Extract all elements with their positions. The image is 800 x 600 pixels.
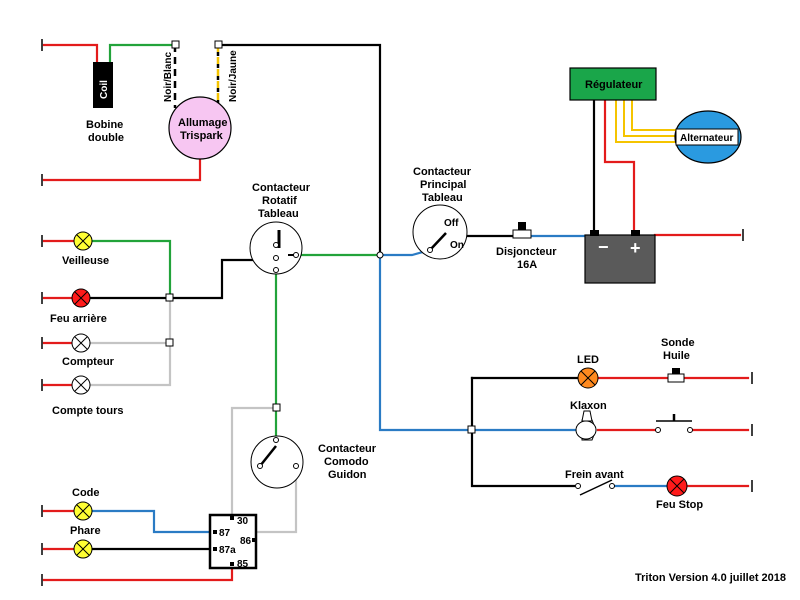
alternateur-label: Alternateur (680, 133, 733, 144)
compte-tours-label: Compte tours (52, 405, 124, 417)
battery-minus: − (598, 237, 609, 257)
wire-green (108, 43, 177, 64)
lamp-feu-stop (666, 475, 688, 497)
regulateur-label: Régulateur (585, 79, 643, 91)
noir-blanc-label: Noir/Blanc (163, 52, 174, 102)
contacteur-comodo (250, 435, 304, 489)
wire-blue-down (378, 253, 474, 432)
feu-stop-label: Feu Stop (656, 499, 703, 511)
wire-relay85-red (42, 564, 234, 582)
on-label: On (450, 240, 464, 251)
comodo-label-2: Comodo (324, 456, 369, 468)
allumage-label-1: Allumage (178, 117, 228, 129)
wire-red-allumage (42, 158, 202, 182)
principal-label-1: Contacteur (413, 166, 472, 178)
rotatif-label-3: Tableau (258, 208, 299, 220)
sonde-label-1: Sonde (661, 337, 695, 349)
wire-ar-black (88, 258, 272, 300)
version-label: Triton Version 4.0 juillet 2018 (635, 572, 786, 584)
wire-code-blue (90, 509, 212, 534)
wire-gray-relay30 (230, 406, 278, 518)
alternateur: Alternateur (674, 110, 742, 164)
lamp-compte-tours (71, 375, 91, 395)
wire-right-bus (470, 376, 576, 488)
rotatif-label-2: Rotatif (262, 195, 297, 207)
relay-87: 87 (219, 528, 231, 539)
disjoncteur-label-2: 16A (517, 259, 537, 271)
relay: 30 87 86 87a 85 (208, 513, 258, 570)
allumage-trispark: Allumage Trispark (168, 96, 232, 160)
klaxon-label: Klaxon (570, 400, 607, 412)
junctions (165, 40, 476, 434)
principal-label-2: Principal (420, 179, 466, 191)
led-label: LED (577, 354, 599, 366)
contacteur-rotatif (249, 221, 303, 275)
feu-arriere-label: Feu arrière (50, 313, 107, 325)
allumage-label-2: Trispark (180, 130, 224, 142)
wire-reg-yellow3 (631, 99, 677, 131)
code-label: Code (72, 487, 100, 499)
comodo-label-3: Guidon (328, 469, 367, 481)
lamp-feu-arriere (71, 288, 91, 308)
lamp-veilleuse (73, 231, 93, 251)
relay-86: 86 (240, 536, 252, 547)
phare-label: Phare (70, 525, 101, 537)
sonde-label-2: Huile (663, 350, 690, 362)
lamp-led (577, 367, 599, 389)
wires (42, 43, 750, 582)
sonde-huile (667, 368, 685, 383)
noir-jaune-label: Noir/Jaune (228, 50, 239, 102)
wire-gray-relay86 (254, 464, 298, 534)
comodo-label-1: Contacteur (318, 443, 377, 455)
wire-black-main (216, 43, 382, 257)
off-label: Off (444, 218, 459, 229)
disjoncteur (512, 222, 532, 239)
wire-veil-green (90, 239, 172, 300)
contacteur-principal: Off On (412, 204, 468, 260)
frein-avant-label: Frein avant (565, 469, 624, 481)
wire-reg-yellow2 (623, 99, 677, 137)
wire-ct-gray (88, 341, 172, 387)
frein-avant-switch (575, 479, 615, 496)
lamp-phare (73, 539, 93, 559)
klaxon (575, 410, 597, 441)
regulateur: Régulateur (569, 67, 657, 101)
lamp-compteur (71, 333, 91, 353)
relay-30: 30 (237, 516, 249, 527)
relay-87a: 87a (219, 545, 236, 556)
disjoncteur-label-1: Disjoncteur (496, 246, 557, 258)
wire-red (42, 43, 99, 64)
wire-reg-red (603, 98, 636, 237)
bobine-label-2: double (88, 132, 124, 144)
klaxon-button (655, 414, 693, 433)
battery: − + (584, 230, 656, 284)
lamp-code (73, 501, 93, 521)
bobine-label-1: Bobine (86, 119, 123, 131)
battery-plus: + (630, 238, 641, 258)
coil-label: Coil (99, 80, 110, 99)
wire-reg-yellow1 (615, 99, 677, 143)
compteur-label: Compteur (62, 356, 115, 368)
terminal-marks (41, 39, 753, 586)
coil: Coil (93, 62, 113, 108)
principal-label-3: Tableau (422, 192, 463, 204)
relay-85: 85 (237, 559, 249, 570)
rotatif-label-1: Contacteur (252, 182, 311, 194)
veilleuse-label: Veilleuse (62, 255, 109, 267)
